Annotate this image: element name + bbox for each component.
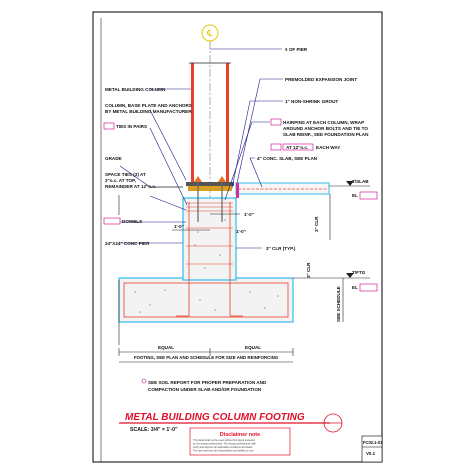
disclaimer-heading: Disclaimer note xyxy=(220,432,260,438)
slab-label: 4" CONC. SLAB, SEE PLAN xyxy=(257,156,318,161)
space-ties-label-3: REMAINDER AT 12"o.c. xyxy=(105,184,156,189)
ties-label: TIES IN PAIRS xyxy=(116,124,147,129)
footing-level-marker xyxy=(346,273,354,278)
equal-label-right: EQUAL xyxy=(245,345,261,350)
hairpins-label-2: AROUND ANCHOR BOLTS AND TIE TO xyxy=(283,126,368,131)
steel-column-flange-left xyxy=(191,63,194,182)
disclaimer-line-1: This detail shall not be used without fi… xyxy=(193,439,255,442)
see-schedule-label: SEE SCHEDULE xyxy=(336,286,341,322)
steel-column-flange-right xyxy=(226,63,229,182)
footing-level-label: T/FTG xyxy=(352,270,366,275)
pier-outline xyxy=(182,197,237,281)
anchor-nut-left xyxy=(194,176,202,182)
soil-note-1: SEE SOIL REPORT FOR PROPER PREPARATION A… xyxy=(148,380,267,385)
slab-level-el: EL xyxy=(352,193,358,198)
slab-spacing-label: AT 12"o.c. xyxy=(286,145,308,150)
slab-spacing-tag xyxy=(282,143,314,151)
footing-outline xyxy=(118,277,294,323)
hairpins-tag xyxy=(270,118,282,126)
footing-level-value-box xyxy=(359,283,378,292)
cl-pier-label: ¢ OF PIER xyxy=(285,47,308,52)
disclaimer-line-4: The user assumes all responsibility and … xyxy=(193,450,254,453)
space-ties-label-1: SPACE TIES (3) AT xyxy=(105,172,146,177)
soil-note-bullet xyxy=(141,378,147,384)
slab-reinf-tag xyxy=(270,143,282,151)
drawing-title: METAL BUILDING COLUMN FOOTING xyxy=(125,412,305,423)
clr-typ-label: 3" CLR (TYP.) xyxy=(266,246,296,251)
clr-slab-label: 3" CLR xyxy=(314,216,319,232)
anchor-nut-right xyxy=(218,176,226,182)
equal-label-left: EQUAL xyxy=(158,345,174,350)
sheet-id-code: FC02.1-01 xyxy=(363,440,383,445)
grout-label: 1" NON-SHRINK GROUT xyxy=(285,99,338,104)
base-plate-label-1: COLUMN, BASE PLATE AND ANCHORS xyxy=(105,103,192,108)
expansion-label: PREMOLDED EXPANSION JOINT xyxy=(285,77,357,82)
clr-footing-label: 3" CLR xyxy=(306,262,311,278)
each-way-label: EACH WAY xyxy=(316,145,340,150)
footing-rebar-cage xyxy=(123,282,289,318)
space-ties-label-2: 3"o.c. AT TOP, xyxy=(105,178,136,183)
left-leaders xyxy=(119,88,191,244)
pier-ties xyxy=(186,202,233,265)
hairpins-label-1: HAIRPINS AT EACH COLUMN, WRAP xyxy=(283,120,364,125)
disclaimer-box xyxy=(189,427,291,456)
dowels-label: DOWELS xyxy=(122,219,142,224)
disclaimer-line-3: verify and approve all applicable condit… xyxy=(193,446,253,449)
sheet-border xyxy=(92,11,383,463)
column-label: METAL BUILDING COLUMN xyxy=(105,87,166,92)
slab-level-marker xyxy=(346,181,354,186)
right-leaders xyxy=(224,78,283,201)
drawing-scale: SCALE: 3/4" = 1'-0" xyxy=(130,427,178,433)
slab-level-label: T/SLAB xyxy=(352,179,369,184)
hairpins-label-3: SLAB REINF., SEE FOUNDATION PLAN xyxy=(283,132,369,137)
soil-note-2: COMPACTION UNDER SLAB AND/OR FOUNDATION xyxy=(148,387,262,392)
disclaimer-line-2: by the design professional. The design p… xyxy=(193,443,256,446)
dim-right-pier-label-2: 1'-0" xyxy=(236,229,246,234)
ties-tag xyxy=(103,122,115,130)
grout-pad xyxy=(188,186,232,191)
dim-right-pier-label: 1'-0" xyxy=(244,212,254,217)
footing-level-el: EL xyxy=(352,285,358,290)
concrete-hatch xyxy=(134,219,279,313)
pier-label: 24"X24" CONC PIER xyxy=(105,241,150,246)
slab-outline xyxy=(235,182,330,195)
base-plate xyxy=(186,182,234,186)
centerline-symbol-glyph: ℄ xyxy=(206,28,213,38)
sheet-id-version: V0.1 xyxy=(366,451,376,456)
slab-level-value-box xyxy=(359,191,378,200)
base-plate-label-2: BY METAL BUILDING MANUFACTURER xyxy=(105,109,192,114)
dowels-tag xyxy=(103,217,121,225)
expansion-joint xyxy=(236,183,239,198)
sheet-id-box xyxy=(361,435,383,463)
dim-left-pier-label: 1'-0" xyxy=(174,224,184,229)
footing-note: FOOTING, SEE PLAN AND SCHEDULE FOR SIZE … xyxy=(134,355,279,360)
grade-label: GRADE xyxy=(105,156,122,161)
